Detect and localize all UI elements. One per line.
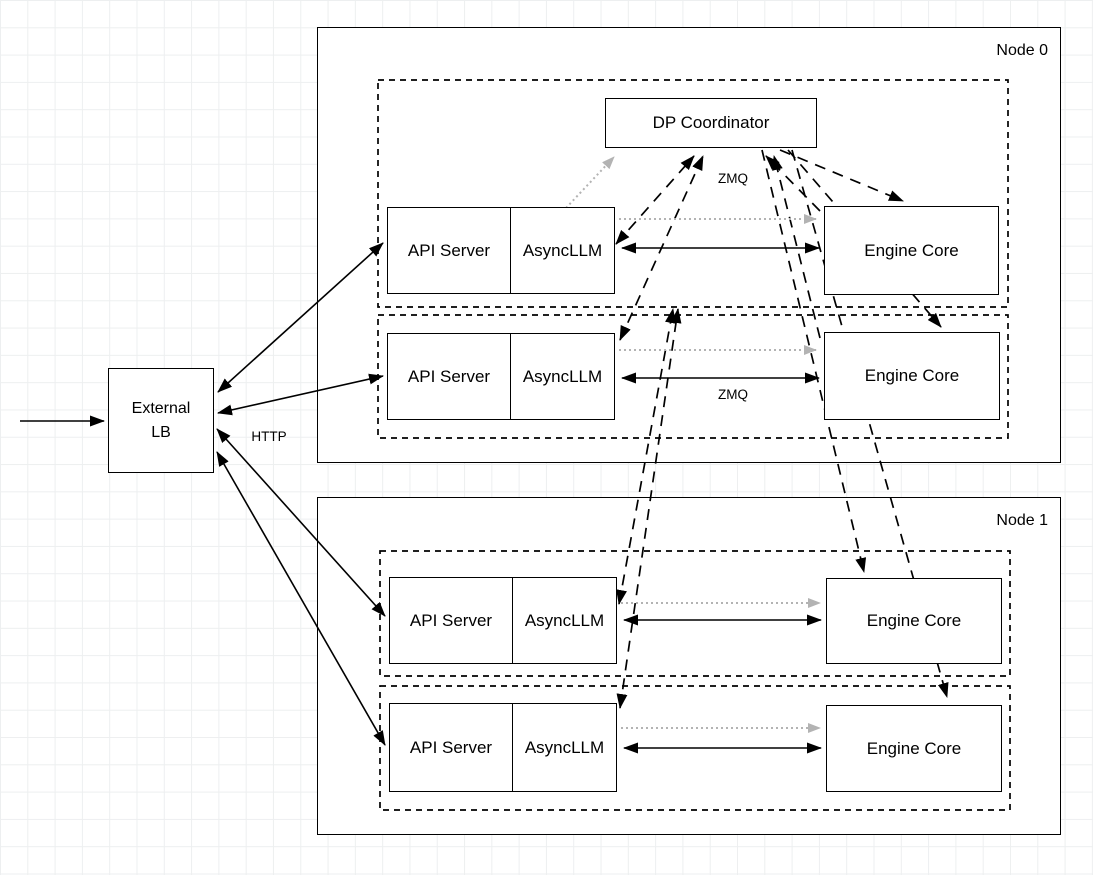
engine-core-label: Engine Core	[864, 366, 960, 385]
node0-row0-engine-core-box: Engine Core	[824, 206, 999, 295]
node1-group1-dashed-box	[379, 550, 1011, 677]
dotted-link-asyncllm0-coordinator	[565, 156, 615, 209]
dp-coordinator-node: DP Coordinator	[605, 98, 817, 148]
node1-row1-api-server-cell: API Server	[390, 704, 513, 791]
api-server-label: API Server	[409, 610, 493, 630]
external-lb-box	[108, 368, 214, 473]
engine-core-label: Engine Core	[866, 611, 962, 630]
zmq-engine-label: ZMQ	[718, 387, 748, 402]
node1-group2-dashed-box	[379, 685, 1011, 811]
solid-link-lb-api0	[217, 242, 384, 393]
asyncllm-label: AsyncLLM	[522, 240, 603, 260]
node0-title: Node 0	[996, 42, 1048, 59]
dp-coordinator-label: DP Coordinator	[652, 113, 770, 132]
node1-row0-asyncllm-cell: AsyncLLM	[513, 578, 616, 663]
node0-row1-engine-core-box: Engine Core	[824, 332, 1000, 420]
node1-row1-engine-core-box: Engine Core	[826, 705, 1002, 792]
api-server-label: API Server	[407, 366, 491, 386]
node1-row0-api-asyncllm-box: API Server AsyncLLM	[389, 577, 617, 664]
solid-link-lb-api1	[217, 373, 384, 416]
node1-row1-api-asyncllm-box: API Server AsyncLLM	[389, 703, 617, 792]
api-server-label: API Server	[407, 240, 491, 260]
dashed-link-asyncllm2-coordinator	[616, 308, 676, 605]
asyncllm-label: AsyncLLM	[524, 737, 605, 757]
node0-row1-api-server-cell: API Server	[388, 334, 511, 419]
dashed-link-coordinator-engine2	[761, 149, 867, 573]
solid-link-lb-api2	[216, 428, 386, 617]
node1-row0-api-server-cell: API Server	[390, 578, 513, 663]
asyncllm-label: AsyncLLM	[524, 610, 605, 630]
solid-link-lb-api3	[216, 451, 386, 746]
external-lb-label-line1: External	[131, 400, 191, 418]
engine-core-label: Engine Core	[866, 738, 962, 758]
dashed-link-asyncllm3-coordinator	[616, 308, 682, 709]
engine-core-label: Engine Core	[864, 240, 959, 260]
node0-row0-asyncllm-cell: AsyncLLM	[511, 208, 614, 293]
http-label: HTTP	[251, 429, 287, 444]
node1-row1-asyncllm-cell: AsyncLLM	[513, 704, 616, 791]
node1-title: Node 1	[996, 512, 1048, 529]
asyncllm-label: AsyncLLM	[522, 366, 603, 386]
zmq-coordinator-label: ZMQ	[718, 171, 748, 186]
dashed-link-engine1-coordinator	[772, 155, 821, 339]
api-server-label: API Server	[409, 737, 493, 757]
dashed-link-engine0-coordinator	[765, 155, 821, 212]
node0-row0-api-asyncllm-box: API Server AsyncLLM	[387, 207, 615, 294]
node0-row1-api-asyncllm-box: API Server AsyncLLM	[387, 333, 615, 420]
node0-row1-asyncllm-cell: AsyncLLM	[511, 334, 614, 419]
external-lb-label-line2: LB	[151, 423, 171, 441]
dashed-link-coordinator-engine0	[779, 149, 904, 202]
node1-row0-engine-core-box: Engine Core	[826, 578, 1002, 664]
node0-row0-api-server-cell: API Server	[388, 208, 511, 293]
external-lb-node: External LB	[108, 368, 214, 473]
